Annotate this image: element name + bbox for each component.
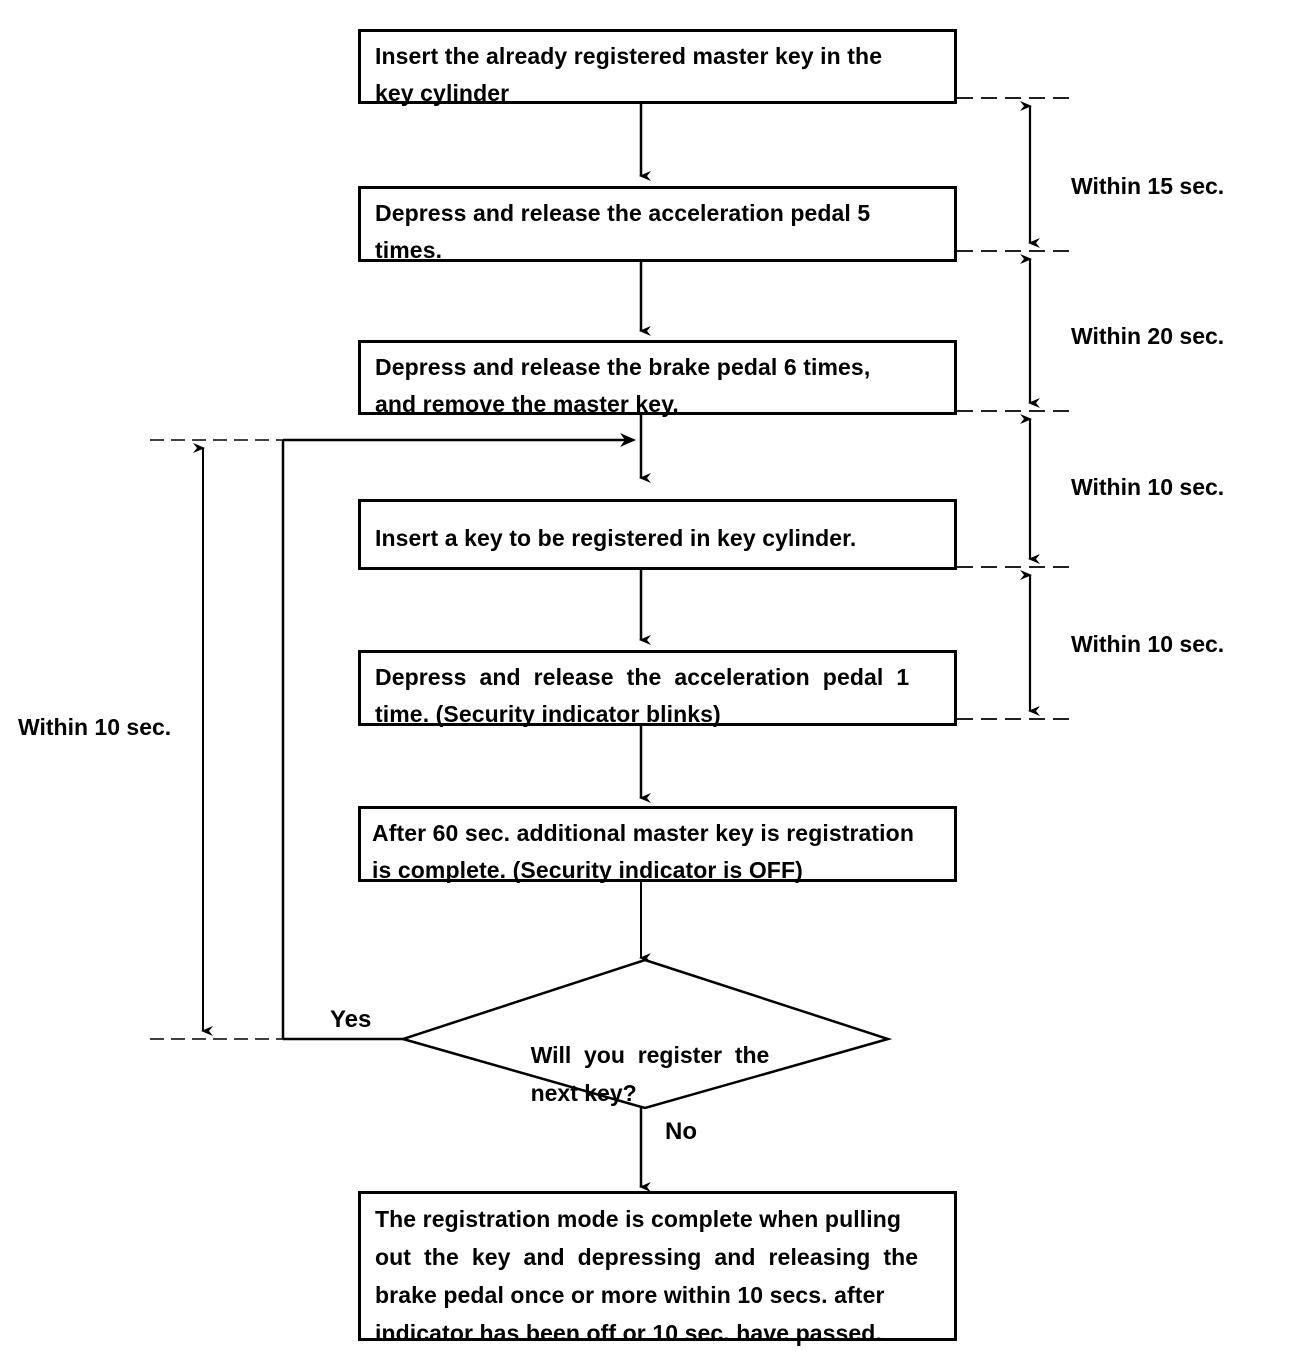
process-box-step7[interactable]: The registration mode is complete when p…	[358, 1191, 957, 1346]
step6-line2: is complete. (Security indicator is OFF)	[372, 857, 803, 883]
process-box-step3[interactable]: Depress and release the brake pedal 6 ti…	[358, 340, 957, 417]
right-timing-extensions	[957, 97, 1077, 720]
branch-label-yes: Yes	[330, 1006, 372, 1033]
step7-line4: indicator has been off or 10 sec. have p…	[375, 1320, 882, 1346]
step2-line1: Depress and release the acceleration ped…	[375, 200, 871, 226]
step4-line1: Insert a key to be registered in key cyl…	[375, 525, 857, 551]
step3-line2: and remove the master key.	[375, 391, 679, 417]
step1-line2: key cylinder	[375, 80, 510, 106]
step5-line1: Depress and release the acceleration ped…	[375, 664, 910, 690]
step1-line1: Insert the already registered master key…	[375, 43, 883, 69]
timing-label-right-4: Within 10 sec.	[1071, 631, 1225, 657]
timing-label-right-2: Within 20 sec.	[1071, 323, 1225, 349]
timing-label-left-1: Within 10 sec.	[18, 714, 172, 740]
decision-line2: next key?	[530, 1080, 637, 1106]
process-box-step2[interactable]: Depress and release the acceleration ped…	[358, 186, 957, 263]
process-box-step6[interactable]: After 60 sec. additional master key is r…	[358, 806, 957, 883]
process-box-step5[interactable]: Depress and release the acceleration ped…	[358, 650, 957, 727]
step3-line1: Depress and release the brake pedal 6 ti…	[375, 354, 871, 380]
step7-line3: brake pedal once or more within 10 secs.…	[375, 1282, 885, 1308]
decision-line1: Will you register the	[530, 1042, 770, 1068]
timing-label-right-1: Within 15 sec.	[1071, 173, 1225, 199]
decision-label[interactable]: Will you register the next key?	[505, 998, 835, 1150]
step7-line1: The registration mode is complete when p…	[375, 1206, 901, 1232]
step6-line1: After 60 sec. additional master key is r…	[372, 820, 914, 846]
step5-line2: time. (Security indicator blinks)	[375, 701, 721, 727]
process-box-step4[interactable]: Insert a key to be registered in key cyl…	[358, 499, 957, 570]
branch-label-no: No	[665, 1118, 697, 1145]
step7-line2: out the key and depressing and releasing…	[375, 1244, 919, 1270]
timing-label-right-3: Within 10 sec.	[1071, 474, 1225, 500]
step2-line2: times.	[375, 237, 443, 263]
process-box-step1[interactable]: Insert the already registered master key…	[358, 29, 957, 106]
